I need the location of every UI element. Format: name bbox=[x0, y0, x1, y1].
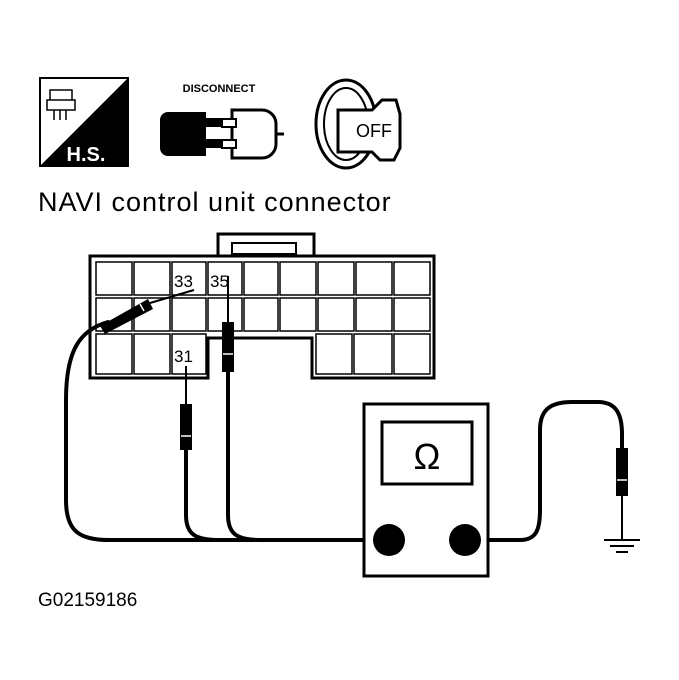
disconnect-label: DISCONNECT bbox=[183, 83, 256, 95]
harness-side-icon: H.S. bbox=[39, 77, 129, 167]
disconnect-icon: DISCONNECT bbox=[160, 83, 284, 160]
figure-code: G02159186 bbox=[38, 590, 137, 611]
hs-label: H.S. bbox=[67, 144, 106, 166]
ohm-symbol: Ω bbox=[414, 436, 441, 477]
pin-31-label: 31 bbox=[174, 347, 193, 366]
probe-ground bbox=[616, 448, 628, 540]
off-label: OFF bbox=[356, 121, 392, 141]
navi-connector: 33 35 31 bbox=[88, 232, 436, 380]
meter-terminal-left bbox=[373, 524, 405, 556]
pin-33-label: 33 bbox=[174, 272, 193, 291]
ignition-off-icon: OFF bbox=[314, 78, 402, 170]
probe-pin-35 bbox=[222, 276, 234, 372]
probe-pin-33 bbox=[100, 289, 195, 334]
ohmmeter: Ω bbox=[362, 402, 490, 578]
meter-terminal-right bbox=[449, 524, 481, 556]
probe-wires bbox=[64, 320, 624, 542]
probe-pin-31 bbox=[180, 366, 192, 450]
diagram-title: NAVI control unit connector bbox=[38, 187, 392, 217]
ground-icon bbox=[604, 539, 640, 553]
pin-35-label: 35 bbox=[210, 272, 229, 291]
